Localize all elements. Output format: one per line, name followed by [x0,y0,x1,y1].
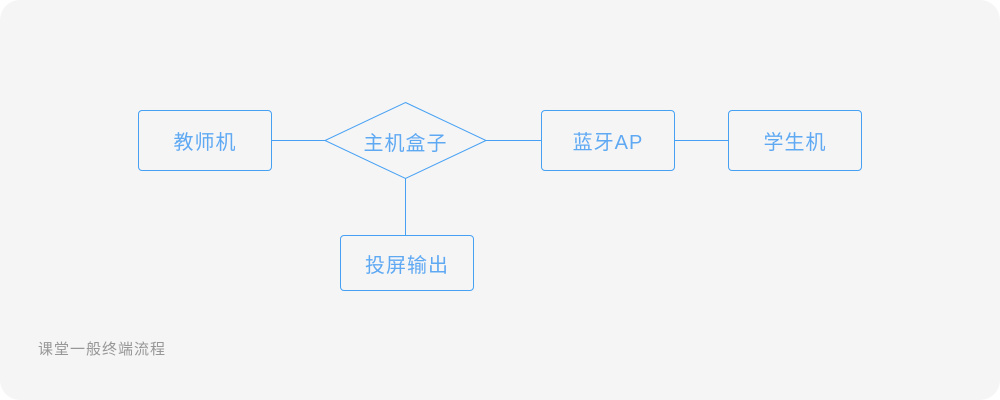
node-bluetooth-ap: 蓝牙AP [541,110,675,171]
node-projection-output: 投屏输出 [340,235,474,291]
node-bluetooth-ap-label: 蓝牙AP [572,132,644,154]
node-host-box-label: 主机盒子 [363,132,448,155]
node-host-box: 主机盒子 [325,103,486,179]
node-teacher-machine: 教师机 [138,110,272,171]
node-student-machine: 学生机 [728,110,862,171]
diagram-caption: 课堂一般终端流程 [38,341,167,358]
node-projection-output-label: 投屏输出 [365,254,449,277]
node-student-machine-label: 学生机 [763,132,827,154]
node-teacher-machine-label: 教师机 [173,132,237,154]
